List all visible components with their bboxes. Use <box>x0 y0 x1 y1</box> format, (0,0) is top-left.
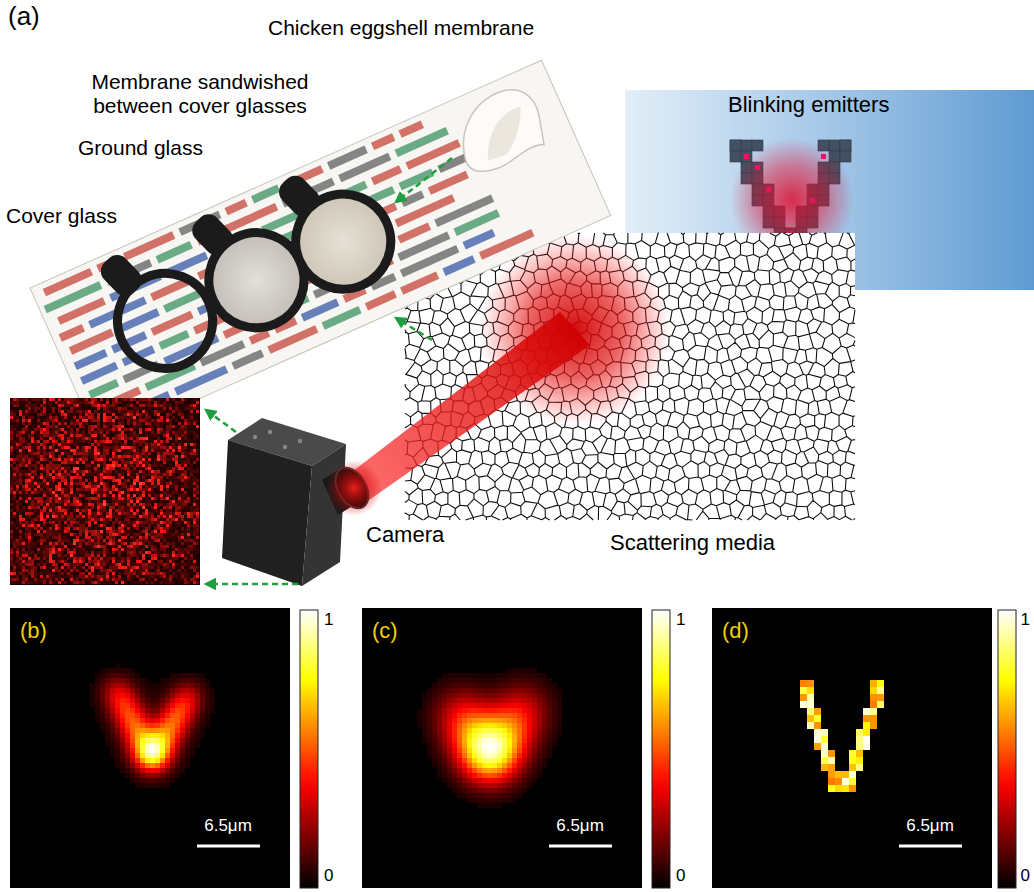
figure-stage: (a)Chicken eggshell membraneMembrane san… <box>0 0 1034 892</box>
